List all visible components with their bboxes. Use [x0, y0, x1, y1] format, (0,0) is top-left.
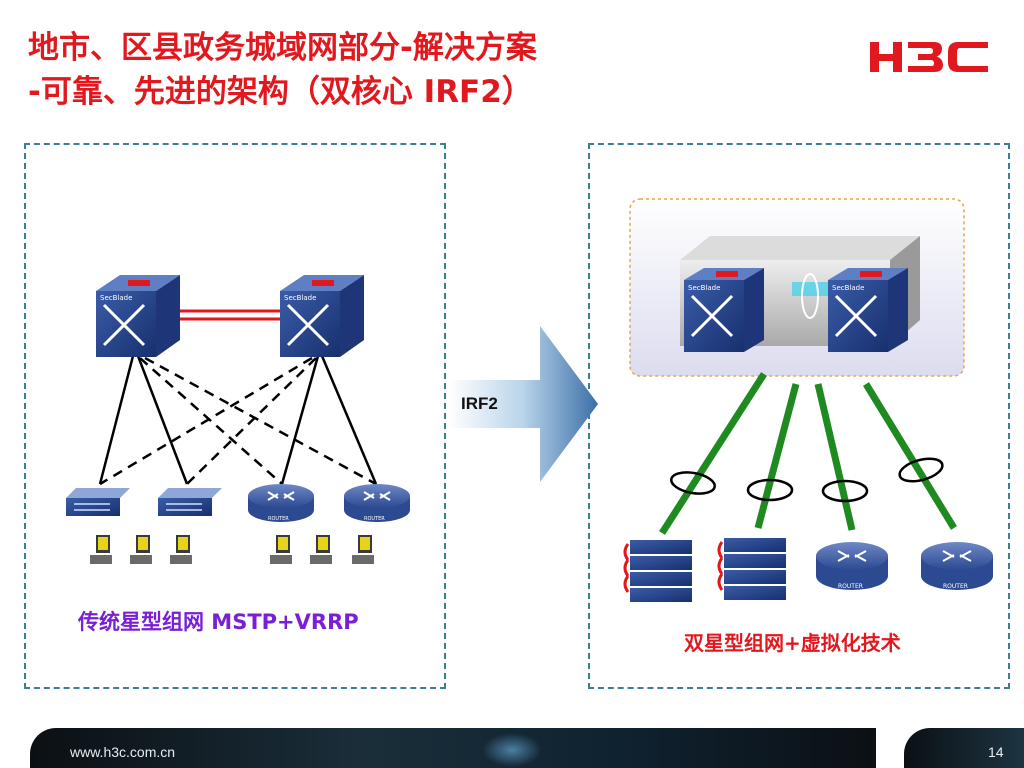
page-title-line2: -可靠、先进的架构（双核心 IRF2） [28, 74, 533, 110]
arrow-label: IRF2 [461, 394, 498, 413]
pc-icons [90, 535, 374, 564]
footer-bar [30, 728, 876, 768]
svg-text:SecBlade: SecBlade [832, 284, 864, 292]
left-dashed-links [99, 356, 377, 486]
pc-icon-5 [310, 535, 332, 564]
svg-text:ROUTER: ROUTER [943, 583, 968, 590]
transition-arrow [448, 326, 598, 482]
pc-icon-2 [130, 535, 152, 564]
right-green-links [659, 372, 957, 535]
right-core-switch-1: SecBlade [684, 268, 764, 352]
left-links [98, 355, 378, 485]
svg-text:ROUTER: ROUTER [364, 516, 385, 522]
pc-icon-6 [352, 535, 374, 564]
left-router-1: ROUTER [248, 484, 314, 522]
pc-icon-4 [270, 535, 292, 564]
left-access-switch-1 [66, 488, 130, 516]
left-panel [24, 143, 446, 689]
page-number: 14 [988, 744, 1004, 760]
right-stacked-switch-1 [623, 540, 692, 602]
right-router-1: ROUTER [816, 542, 888, 590]
svg-text:SecBlade: SecBlade [100, 294, 132, 302]
left-core-switch-1: SecBlade [96, 275, 180, 357]
link-aggregation-rings [670, 457, 944, 503]
right-core-switch-2: SecBlade [828, 268, 908, 352]
core-interconnect [180, 309, 283, 321]
left-caption: 传统星型组网 MSTP+VRRP [78, 610, 359, 634]
right-stacked-switch-2 [717, 538, 786, 600]
left-core-switch-2: SecBlade [280, 275, 364, 357]
right-caption: 双星型组网+虚拟化技术 [684, 631, 901, 655]
left-access-switch-2 [158, 488, 222, 516]
svg-text:SecBlade: SecBlade [284, 294, 316, 302]
footer-glow [482, 733, 542, 767]
left-router-2: ROUTER [344, 484, 410, 522]
svg-text:ROUTER: ROUTER [268, 516, 289, 522]
page-title-line1: 地市、区县政务城域网部分-解决方案 [28, 30, 537, 66]
svg-text:SecBlade: SecBlade [688, 284, 720, 292]
h3c-logo [870, 42, 988, 72]
pc-icon-1 [90, 535, 112, 564]
footer-url: www.h3c.com.cn [70, 744, 176, 760]
svg-text:ROUTER: ROUTER [838, 583, 863, 590]
right-router-2: ROUTER [921, 542, 993, 590]
pc-icon-3 [170, 535, 192, 564]
footer-bar-right [904, 728, 1024, 768]
